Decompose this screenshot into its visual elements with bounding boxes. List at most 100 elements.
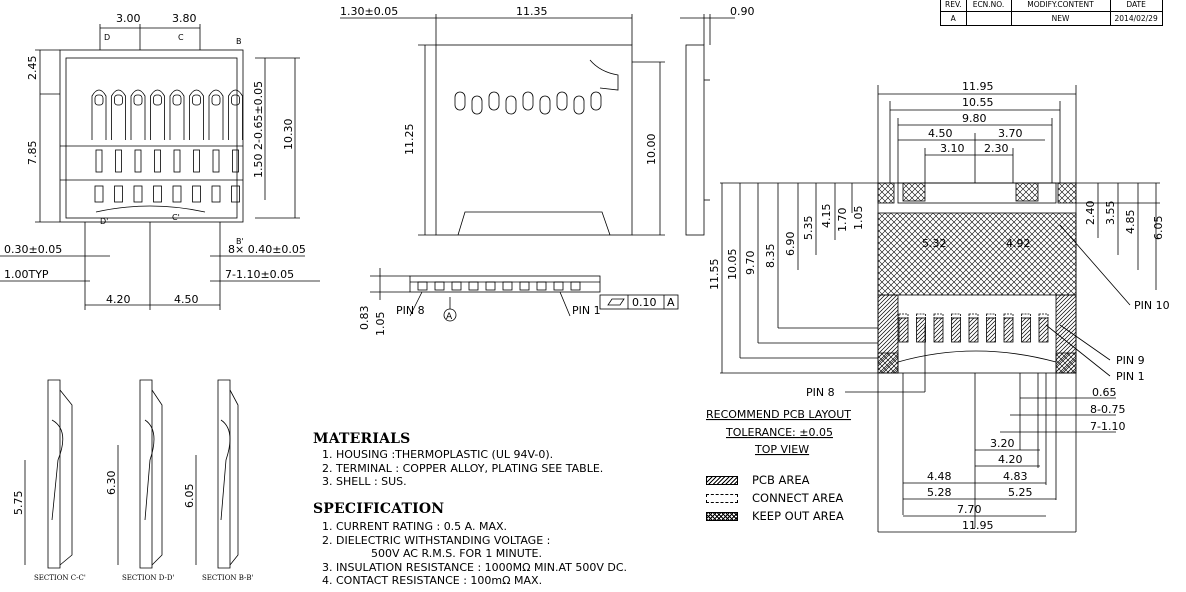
pcb-left-dim-7: 1.70: [836, 208, 849, 233]
shell-slot: [505, 95, 517, 115]
pcb-top-dim-2: 9.80: [962, 112, 987, 125]
pcb-bottom-dim-6: 7.70: [957, 503, 982, 516]
section-cc-label: SECTION C-C': [34, 574, 86, 582]
pcb-right-dim-1: 3.55: [1104, 201, 1117, 226]
shell-slot: [522, 91, 534, 111]
bottom-pin: [519, 281, 530, 291]
shell-slot: [488, 91, 500, 111]
section-mark-d: D: [104, 33, 110, 42]
bottom-view-labels: 0.83 1.05 PIN 8 PIN 1 A 0.10 A: [358, 296, 675, 336]
contact-spring: [130, 89, 146, 203]
pcb-title: RECOMMEND PCB LAYOUT: [706, 408, 851, 421]
legend-item-connect: CONNECT AREA: [706, 489, 844, 507]
dim-top-left: 3.00: [116, 12, 141, 25]
label-bottom-pin8: PIN 8: [396, 304, 425, 317]
dim-height-b: 7.85: [26, 141, 39, 166]
pcb-pitch-dim-2: 7-1.10: [1090, 420, 1125, 433]
dim-side-width: 0.90: [730, 5, 755, 18]
shell-slot: [539, 95, 551, 115]
pcb-top-dim-1: 10.55: [962, 96, 994, 109]
pcb-pad: [986, 317, 996, 343]
connect-area-swatch: [706, 493, 738, 503]
pcb-top-dim-3: 4.50: [928, 127, 953, 140]
bottom-pin: [451, 281, 462, 291]
pcb-pitch-dim-0: 0.65: [1092, 386, 1117, 399]
pcb-inner-dim-0: 5.32: [922, 237, 947, 250]
pcb-bottom-dim-2: 4.48: [927, 470, 952, 483]
dim-shell-height-a: 11.25: [403, 124, 416, 156]
section-mark-c: C: [178, 33, 184, 42]
pcb-connect-area: [898, 313, 909, 319]
bottom-pin: [485, 281, 496, 291]
pcb-pin10: PIN 10: [1134, 299, 1170, 312]
pcb-connect-area: [951, 313, 961, 319]
legend: PCB AREA CONNECT AREA KEEP OUT AREA: [706, 471, 844, 525]
section-dd-dim: 6.30: [105, 471, 118, 496]
pcb-pad: [1021, 317, 1031, 343]
materials-item: 1. HOUSING :THERMOPLASTIC (UL 94V-0).: [322, 448, 554, 461]
pcb-pin9: PIN 9: [1116, 354, 1145, 367]
pcb-right-dim-0: 2.40: [1084, 201, 1097, 226]
dim-shell-width-a: 1.30±0.05: [340, 5, 398, 18]
bottom-pin: [468, 281, 479, 291]
section-mark-b-prime: B': [236, 237, 244, 246]
dim-typ: 1.00TYP: [4, 268, 49, 281]
specification-list: 1. CURRENT RATING : 0.5 A. MAX. 2. DIELE…: [322, 520, 627, 588]
specification-item: 3. INSULATION RESISTANCE : 1000MΩ MIN.AT…: [322, 560, 628, 574]
pcb-pad: [916, 317, 926, 343]
dim-bottom-right: 4.50: [174, 293, 199, 306]
dim-height-total: 10.30: [282, 119, 295, 151]
pcb-left-dim-6: 4.15: [820, 204, 833, 229]
pcb-pad: [1038, 317, 1049, 343]
dim-top-right: 3.80: [172, 12, 197, 25]
pcb-connect-area: [933, 313, 944, 319]
dim-height-c: 1.50: [252, 154, 265, 179]
flatness-value: 0.10: [632, 296, 657, 309]
keep-out-area-swatch: [706, 511, 738, 521]
section-labels: 5.75 6.30 6.05 SECTION C-C' SECTION D-D'…: [12, 471, 254, 583]
legend-label: PCB AREA: [752, 473, 810, 487]
pcb-connect-area: [1003, 313, 1014, 319]
section-bb-label: SECTION B-B': [202, 574, 254, 582]
section-dd-label: SECTION D-D': [122, 574, 175, 582]
materials-item: 3. SHELL : SUS.: [322, 475, 407, 488]
pcb-inner-dim-1: 4.92: [1006, 237, 1031, 250]
pcb-left-dim-5: 5.35: [802, 216, 815, 241]
pcb-pad: [951, 317, 961, 343]
shell-slot: [556, 91, 568, 111]
bottom-pin: [536, 281, 547, 291]
pcb-top-dim-4: 3.70: [998, 127, 1023, 140]
pcb-right-dim-3: 6.05: [1152, 216, 1165, 241]
contact-spring: [228, 89, 243, 203]
pcb-pad: [968, 317, 979, 343]
section-views: [24, 379, 239, 569]
contact-spring: [169, 89, 185, 203]
section-mark-b: B: [236, 37, 242, 46]
pcb-left-dim-3: 8.35: [764, 244, 777, 269]
side-view: [680, 14, 735, 236]
contact-spring: [91, 89, 107, 203]
specification-item: 2. DIELECTRIC WITHSTANDING VOLTAGE :: [322, 533, 551, 547]
materials-heading: MATERIALS: [313, 431, 411, 447]
bottom-pin: [553, 281, 564, 291]
pcb-pad: [898, 317, 909, 343]
materials-list: 1. HOUSING :THERMOPLASTIC (UL 94V-0). 2.…: [322, 448, 603, 489]
shell-slot: [454, 91, 466, 111]
pcb-connect-area: [1038, 313, 1049, 319]
contact-spring: [208, 89, 224, 203]
dim-offset: 0.30±0.05: [4, 243, 62, 256]
top-view-dims: 1.30±0.05 11.35 11.25 10.00 0.90: [340, 5, 755, 165]
label-bottom-pin1: PIN 1: [572, 304, 601, 317]
pcb-bottom-dim-1: 4.20: [998, 453, 1023, 466]
dim-height-a: 2.45: [26, 56, 39, 81]
legend-label: KEEP OUT AREA: [752, 509, 844, 523]
bottom-pin: [434, 281, 445, 291]
pcb-bottom-dim-4: 5.28: [927, 486, 952, 499]
pcb-left-dim-2: 9.70: [744, 251, 757, 276]
legend-item-keepout: KEEP OUT AREA: [706, 507, 844, 525]
dim-pitch-vertical: 2-0.65±0.05: [252, 81, 265, 150]
pcb-top-dim-6: 2.30: [984, 142, 1009, 155]
bottom-pin: [570, 281, 581, 291]
rev-date: 2014/02/29: [1109, 11, 1163, 26]
